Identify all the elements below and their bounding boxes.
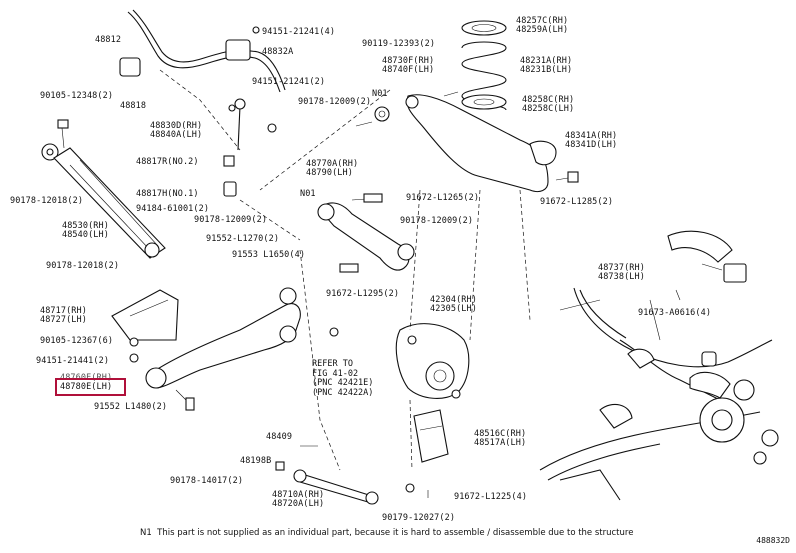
callout-91672-l1225: 91672-L1225(4)	[454, 492, 528, 502]
footnote: N1 This part is not supplied as an indiv…	[140, 528, 634, 538]
callout-48710a: 48710A(RH) 48720A(LH)	[272, 490, 325, 509]
callout-48530: 48530(RH) 48540(LH)	[62, 221, 109, 240]
callout-48830d: 48830D(RH) 48840A(LH)	[150, 121, 203, 140]
callout-91672-l1285: 91672-L1285(2)	[540, 197, 614, 207]
callout-48770a: 48770A(RH) 48790(LH)	[306, 159, 359, 178]
callout-n01-lower: N01	[300, 189, 316, 199]
callout-94151-21241-2: 94151-21241(2)	[252, 77, 326, 87]
coil-spring	[461, 20, 507, 111]
upper-arm	[406, 94, 549, 193]
callout-48717: 48717(RH) 48727(LH)	[40, 306, 87, 325]
callout-48817h: 48817H(NO.1)	[136, 189, 199, 199]
callout-91672-l1265: 91672-L1265(2)	[406, 193, 480, 203]
callout-90179-12027: 90179-12027(2)	[382, 513, 456, 523]
callout-48780e: 48780E(LH)	[60, 382, 113, 392]
toe-link	[301, 473, 373, 497]
callout-90105-12348: 90105-12348(2)	[40, 91, 114, 101]
callout-91672-l1295: 91672-L1295(2)	[326, 289, 400, 299]
callout-91673-a0616: 91673-A0616(4)	[638, 308, 712, 318]
callout-48730f: 48730F(RH) 48740F(LH)	[382, 56, 435, 75]
callout-48198b: 48198B	[240, 456, 272, 466]
callout-91552-l1480: 91552 L1480(2)	[94, 402, 168, 412]
callout-42304: 42304(RH) 42305(LH)	[430, 295, 477, 314]
callout-48832a: 48832A	[262, 47, 294, 57]
callout-48257c: 48257C(RH) 48259A(LH)	[516, 16, 569, 35]
callout-94151-21441: 94151-21441(2)	[36, 356, 110, 366]
callout-90178-12018-upper: 90178-12018(2)	[10, 196, 84, 206]
callout-48258c: 48258C(RH) 48258C(LH)	[522, 95, 575, 114]
callout-94151-21241-4: 94151-21241(4)	[262, 27, 336, 37]
stabilizer-bracket	[225, 39, 251, 61]
assembled-suspension-view	[539, 287, 779, 501]
callout-48818: 48818	[120, 101, 147, 111]
callout-48231a: 48231A(RH) 48231B(LH)	[520, 56, 573, 75]
callout-48812: 48812	[95, 35, 122, 45]
callout-90178-12009-b: 90178-12009(2)	[194, 215, 268, 225]
callout-90178-12009-c: 90178-12009(2)	[400, 216, 474, 226]
lower-arm	[149, 303, 301, 389]
knuckle-bracket	[413, 409, 449, 463]
shock-absorber	[41, 143, 166, 259]
callout-48409: 48409	[266, 432, 293, 442]
callout-94184-61001: 94184-61001(2)	[136, 204, 210, 214]
callout-90178-14017: 90178-14017(2)	[170, 476, 244, 486]
callout-48817r: 48817R(NO.2)	[136, 157, 199, 167]
callout-n01-upper: N01	[372, 89, 388, 99]
stabilizer-bushing-left	[119, 57, 141, 77]
figure-code: 488832D	[756, 536, 790, 545]
callout-91552-l1270: 91552-L1270(2)	[206, 234, 280, 244]
heat-shield	[667, 230, 733, 263]
callout-91553-l1650: 91553 L1650(4)	[232, 250, 306, 260]
stabilizer-link	[237, 105, 241, 151]
callout-48341a: 48341A(RH) 48341D(LH)	[565, 131, 618, 150]
callout-90119-12393: 90119-12393(2)	[362, 39, 436, 49]
callout-90105-12367: 90105-12367(6)	[40, 336, 114, 346]
callout-48516c: 48516C(RH) 48517A(LH)	[474, 429, 527, 448]
callout-90178-12018-lower: 90178-12018(2)	[46, 261, 120, 271]
stabilizer-bar	[127, 11, 281, 93]
arm-bracket	[111, 289, 179, 341]
knuckle	[395, 323, 470, 399]
highlight-box	[55, 378, 126, 396]
reference-note: REFER TO FIG 41-02 (PNC 42421E) (PNC 424…	[312, 359, 374, 398]
callout-90178-12009-a: 90178-12009(2)	[298, 97, 372, 107]
callout-48737: 48737(RH) 48738(LH)	[598, 263, 645, 282]
